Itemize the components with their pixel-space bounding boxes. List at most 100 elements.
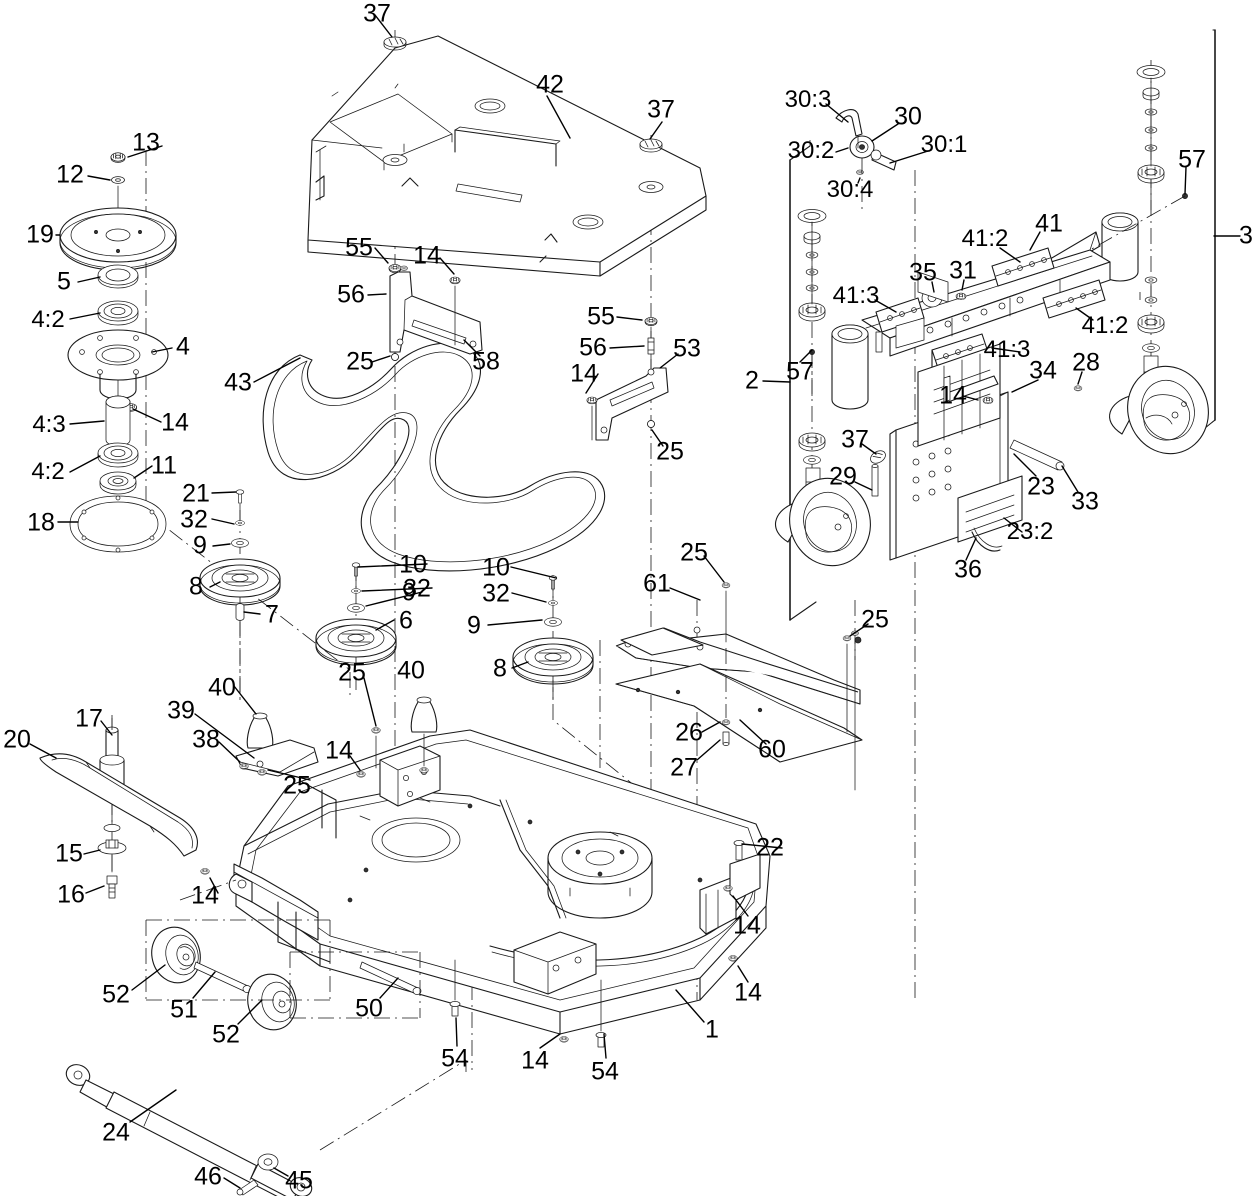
callout-56: 56: [337, 280, 365, 309]
idler-assembly-8-right: [512, 575, 641, 791]
callout-37: 37: [647, 95, 675, 124]
height-adjust-frame: [835, 109, 1111, 561]
callout-4: 4: [176, 332, 190, 361]
bracket-40-right: [356, 696, 438, 778]
bracket-58: [388, 264, 483, 361]
bracket-23: [889, 343, 1083, 561]
callout-30-1: 30:1: [920, 131, 968, 158]
callout-21: 21: [182, 479, 210, 508]
callout-58: 58: [472, 347, 500, 376]
plate-41-2-upper: [991, 247, 1055, 287]
pulley-6: [315, 618, 397, 666]
callout-31: 31: [949, 256, 977, 285]
deck-spindle-housing: [547, 831, 653, 919]
callout-40: 40: [208, 673, 236, 702]
blade-assembly: [39, 726, 198, 899]
callout-6: 6: [399, 606, 413, 635]
anti-scalp-wheels: [145, 919, 422, 1031]
callout-57: 57: [786, 357, 814, 386]
caster-assembly-left: [775, 140, 886, 621]
callout-32: 32: [403, 574, 431, 603]
caster-wheel-left: [775, 477, 871, 567]
callout-26: 26: [675, 718, 703, 747]
callout-61: 61: [643, 569, 671, 598]
callout-29: 29: [829, 462, 857, 491]
callout-5: 5: [57, 267, 71, 296]
callout-4-3: 4:3: [32, 411, 66, 438]
callout-2: 2: [745, 366, 759, 395]
callout-60: 60: [758, 735, 786, 764]
deck-fasteners: [179, 840, 745, 1048]
roller-52-right: [247, 973, 297, 1031]
plate-41-2-lower: [1042, 279, 1106, 319]
callout-52: 52: [212, 1020, 240, 1049]
callout-19: 19: [26, 220, 54, 249]
callout-23-2: 23:2: [1006, 518, 1054, 545]
callout-15: 15: [55, 839, 83, 868]
callout-30-4: 30:4: [826, 176, 874, 203]
callout-41-3: 41:3: [832, 282, 880, 309]
pulley-8-left: [199, 558, 281, 606]
callout-42: 42: [536, 70, 564, 99]
callout-25: 25: [656, 437, 684, 466]
callout-14: 14: [733, 911, 761, 940]
spindle-assembly-left: [59, 152, 177, 553]
callout-25: 25: [338, 658, 366, 687]
gasket-18: [69, 495, 167, 553]
callout-35: 35: [909, 258, 937, 287]
roller-52-left: [151, 926, 201, 984]
pulley-19: [59, 207, 177, 271]
callout-55: 55: [345, 233, 373, 262]
callout-25: 25: [346, 347, 374, 376]
spindle-housing-4: [67, 329, 169, 401]
callout-9: 9: [402, 578, 416, 607]
callout-45: 45: [285, 1166, 313, 1195]
caster-assembly-right: [977, 29, 1216, 455]
callout-51: 51: [170, 995, 198, 1024]
callout-57: 57: [1178, 145, 1206, 174]
callout-4-2: 4:2: [31, 458, 65, 485]
callout-10: 10: [399, 550, 427, 579]
caster-wheel-right: [1109, 365, 1209, 455]
bracket-39-40-left: [111, 672, 351, 777]
callout-18: 18: [27, 508, 55, 537]
callout-14: 14: [413, 241, 441, 270]
callout-13: 13: [132, 128, 160, 157]
callout-3: 3: [1239, 221, 1253, 250]
callout-37: 37: [363, 0, 391, 28]
callout-4-2: 4:2: [31, 306, 65, 333]
callout-37: 37: [841, 425, 869, 454]
bracket-53: [586, 317, 669, 441]
callout-41-2: 41:2: [1081, 312, 1129, 339]
callout-14: 14: [521, 1046, 549, 1075]
callout-34: 34: [1029, 356, 1057, 385]
idler-assembly-8-left: [199, 489, 281, 700]
callout-38: 38: [192, 725, 220, 754]
callout-9: 9: [467, 611, 481, 640]
pulley-8-right: [512, 637, 594, 685]
callout-10: 10: [482, 553, 510, 582]
callout-14: 14: [325, 736, 353, 765]
deflector-60: [615, 582, 863, 763]
callout-55: 55: [587, 302, 615, 331]
callout-22: 22: [756, 833, 784, 862]
callout-14: 14: [570, 359, 598, 388]
misc-fasteners-25: [391, 353, 859, 791]
callout-41: 41: [1035, 209, 1063, 238]
callout-41-2: 41:2: [961, 225, 1009, 252]
callout-24: 24: [102, 1118, 130, 1147]
callout-1: 1: [705, 1015, 719, 1044]
knob-37-right: [639, 138, 663, 153]
callout-14: 14: [734, 978, 762, 1007]
callout-32: 32: [180, 505, 208, 534]
callout-30-3: 30:3: [784, 86, 832, 113]
callout-40: 40: [397, 656, 425, 685]
callout-53: 53: [673, 334, 701, 363]
callout-14: 14: [939, 381, 967, 410]
callout-23: 23: [1027, 472, 1055, 501]
callout-7: 7: [265, 600, 279, 629]
callout-25: 25: [861, 605, 889, 634]
adjuster-30: [835, 109, 897, 210]
